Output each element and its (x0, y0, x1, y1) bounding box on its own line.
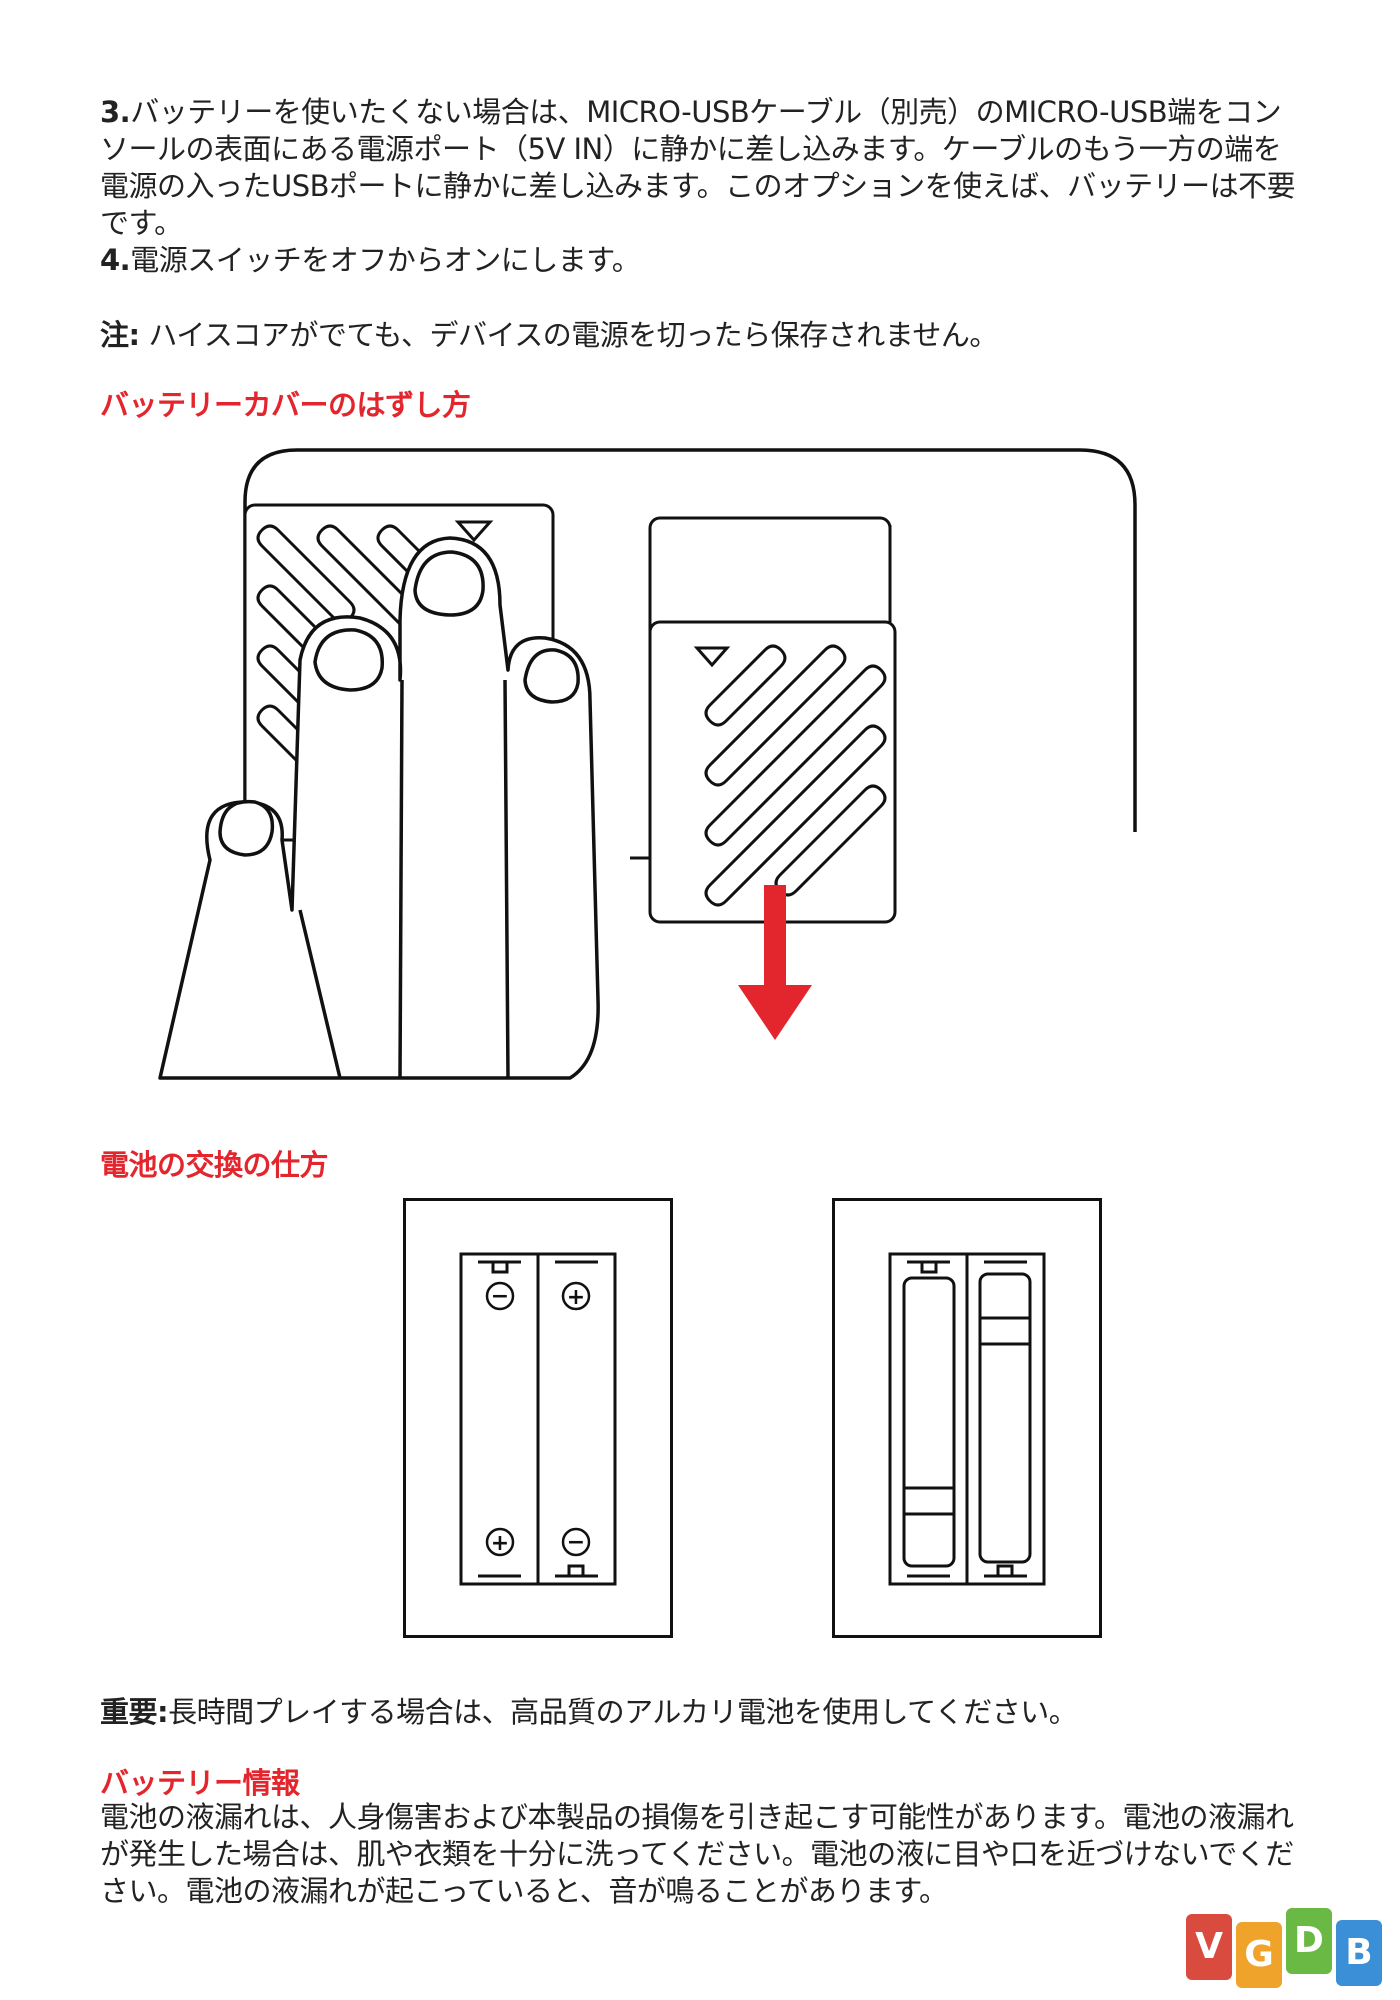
plus-terminal-bottom-left (485, 1527, 515, 1557)
left-cover-arrow-marker (454, 520, 494, 543)
logo-tile-b: B (1336, 1920, 1382, 1986)
logo-tile-v: V (1186, 1914, 1232, 1980)
polarity-plus-label: + (491, 1531, 509, 1556)
console-outline (243, 448, 1137, 832)
logo-tile-d: D (1286, 1908, 1332, 1974)
polarity-minus-label: − (491, 1284, 509, 1309)
cover-removal-illustration (158, 448, 1137, 1080)
minus-terminal-bottom-right (561, 1527, 591, 1557)
battery-replace-heading: 電池の交換の仕方 (100, 1148, 329, 1182)
battery-compartment-empty-illustration: − + + − (403, 1198, 673, 1638)
polarity-plus-label: + (567, 1285, 585, 1310)
hand-illustration (158, 536, 600, 1080)
step-4-paragraph: 4.電源スイッチをオフからオンにします。 (100, 242, 1300, 279)
note-paragraph: 注: ハイスコアがでても、デバイスの電源を切ったら保存されません。 (100, 317, 1300, 354)
important-text: 長時間プレイする場合は、高品質のアルカリ電池を使用してください。 (168, 1695, 1078, 1729)
right-battery-cover (648, 620, 897, 924)
step-3-number: 3. (100, 95, 131, 129)
plus-terminal-top-right (561, 1281, 591, 1311)
step-4-number: 4. (100, 243, 131, 277)
battery-right (978, 1272, 1032, 1564)
right-cover-grip-stripes (704, 644, 887, 907)
battery-compartment-loaded-illustration (832, 1198, 1102, 1638)
important-paragraph: 重要:長時間プレイする場合は、高品質のアルカリ電池を使用してください。 (100, 1694, 1300, 1731)
important-label: 重要: (100, 1695, 169, 1729)
polarity-minus-label: − (567, 1530, 585, 1555)
battery-info-paragraph: 電池の液漏れは、人身傷害および本製品の損傷を引き起こす可能性があります。電池の液… (100, 1800, 1294, 1908)
step-3-text: バッテリーを使いたくない場合は、MICRO-USBケーブル（別売）のMICRO-… (100, 95, 1296, 240)
step-3-paragraph: 3.バッテリーを使いたくない場合は、MICRO-USBケーブル（別売）のMICR… (100, 94, 1300, 242)
battery-left (902, 1276, 956, 1568)
right-cover-arrow-marker (693, 646, 731, 668)
minus-terminal-top-left (485, 1281, 515, 1311)
note-label: 注: (100, 318, 140, 352)
cover-removal-heading: バッテリーカバーのはずし方 (100, 388, 471, 422)
polarity-symbols (485, 1281, 591, 1557)
vgdb-logo: V G D B (1186, 1906, 1386, 1988)
battery-info-heading: バッテリー情報 (100, 1766, 300, 1800)
slide-down-arrow (738, 885, 812, 1040)
step-4-text: 電源スイッチをオフからオンにします。 (130, 243, 641, 277)
note-text: ハイスコアがでても、デバイスの電源を切ったら保存されません。 (139, 318, 998, 352)
logo-tile-g: G (1236, 1922, 1282, 1988)
